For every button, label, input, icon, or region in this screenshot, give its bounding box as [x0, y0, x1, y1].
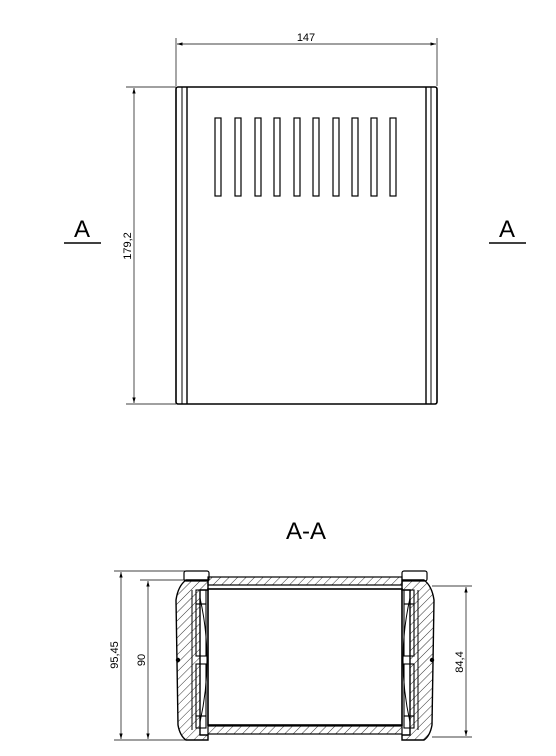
- outer-height-dimension: 95,45: [109, 570, 208, 741]
- right-height-dimension-text: 84,4: [454, 651, 466, 672]
- height-dimension: 179,2: [122, 86, 176, 405]
- vent-slots: [214, 117, 397, 197]
- vent-slot: [254, 117, 262, 197]
- enclosure-front: [175, 86, 438, 405]
- outer-height-dimension-text: 95,45: [109, 641, 121, 669]
- vent-slot: [293, 117, 301, 197]
- section-title: A-A: [286, 518, 326, 545]
- enclosure-section: [175, 570, 435, 741]
- section-marker-right-label: A: [499, 216, 515, 243]
- vent-slot: [234, 117, 242, 197]
- vent-slot: [332, 117, 340, 197]
- section-view: A-A 95,45 90 84,4: [109, 518, 472, 741]
- vent-slot: [214, 117, 222, 197]
- right-height-dimension: 84,4: [432, 585, 472, 738]
- inner-height-dimension: 90: [136, 579, 186, 739]
- width-dimension: 147: [175, 32, 438, 86]
- height-dimension-text: 179,2: [122, 232, 134, 260]
- section-marker-left: A: [64, 216, 101, 244]
- width-dimension-text: 147: [297, 32, 315, 44]
- vent-slot: [351, 117, 359, 197]
- inner-height-dimension-text: 90: [136, 654, 148, 666]
- vent-slot: [389, 117, 397, 197]
- vent-slot: [273, 117, 281, 197]
- section-marker-right: A: [489, 216, 526, 244]
- section-marker-left-label: A: [74, 216, 90, 243]
- vent-slot: [370, 117, 378, 197]
- front-view: 147 179,2: [64, 32, 526, 405]
- vent-slot: [312, 117, 320, 197]
